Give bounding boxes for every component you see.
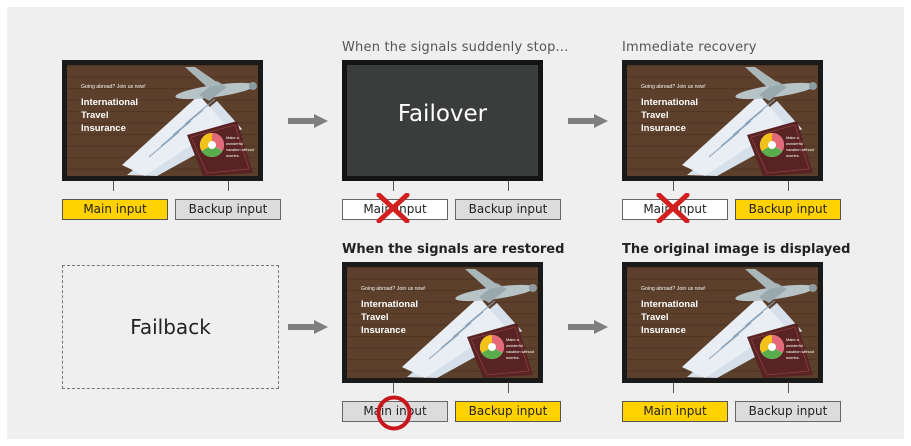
ad-tagline: Going abroad? Join us now! bbox=[361, 286, 426, 292]
ad-headline-line: Insurance bbox=[361, 325, 406, 336]
failback-label: Failback bbox=[130, 315, 211, 339]
failover-label: Failover bbox=[397, 101, 488, 127]
ad-headline-line: International bbox=[81, 97, 138, 108]
caption-failback-event: When the signals are restored bbox=[342, 242, 565, 257]
cable-main bbox=[393, 383, 394, 393]
ad-headline-line: Travel bbox=[641, 312, 668, 323]
ad-headline-line: International bbox=[641, 97, 698, 108]
arrow-right-icon bbox=[288, 114, 328, 128]
circle-icon bbox=[376, 395, 412, 431]
cable-main bbox=[673, 383, 674, 393]
ad-small-text: vacation without bbox=[786, 147, 815, 152]
ad-headline-line: Insurance bbox=[641, 325, 686, 336]
main-input-active: Main input bbox=[62, 199, 168, 220]
ad-small-text: worries. bbox=[786, 355, 800, 360]
ad-headline-line: Travel bbox=[641, 110, 668, 121]
ad-headline-line: Travel bbox=[81, 110, 108, 121]
cross-icon bbox=[376, 193, 410, 223]
ad-headline-line: Travel bbox=[361, 312, 388, 323]
ad-small-text: vacation without bbox=[786, 349, 815, 354]
ad-screen: Going abroad? Join us now! InternationalT… bbox=[67, 65, 258, 176]
backup-input-standby: Backup input bbox=[455, 199, 561, 220]
main-input-active: Main input bbox=[622, 401, 728, 422]
ad-small-text: Make a bbox=[506, 337, 520, 342]
ad-small-text: worries. bbox=[786, 153, 800, 158]
ad-screen: Going abroad? Join us now! InternationalT… bbox=[627, 65, 818, 176]
ad-small-text: wonderful bbox=[786, 343, 803, 348]
ad-small-text: wonderful bbox=[786, 141, 803, 146]
caption-failover-result: Immediate recovery bbox=[622, 40, 757, 55]
cable-backup bbox=[788, 383, 789, 393]
caption-failback-result: The original image is displayed bbox=[622, 242, 851, 257]
cable-backup bbox=[788, 181, 789, 191]
ad-screen: Going abroad? Join us now! InternationalT… bbox=[627, 267, 818, 378]
ad-small-text: Make a bbox=[786, 337, 800, 342]
cable-backup bbox=[508, 181, 509, 191]
backup-input-standby: Backup input bbox=[735, 401, 841, 422]
ad-headline-line: International bbox=[641, 299, 698, 310]
ad-headline-line: Insurance bbox=[641, 123, 686, 134]
ad-headline-line: International bbox=[361, 299, 418, 310]
cable-backup bbox=[228, 181, 229, 191]
ad-small-text: vacation without bbox=[226, 147, 255, 152]
monitor-failover: Failover bbox=[342, 60, 543, 181]
ad-small-text: wonderful bbox=[226, 141, 243, 146]
arrow-right-icon bbox=[568, 114, 608, 128]
ad-small-text: wonderful bbox=[506, 343, 523, 348]
ad-small-text: Make a bbox=[226, 135, 240, 140]
cable-main bbox=[673, 181, 674, 191]
ad-screen: Going abroad? Join us now! InternationalT… bbox=[347, 267, 538, 378]
cable-main bbox=[393, 181, 394, 191]
ad-small-text: vacation without bbox=[506, 349, 535, 354]
cable-main bbox=[113, 181, 114, 191]
failback-box: Failback bbox=[62, 265, 279, 389]
arrow-right-icon bbox=[288, 320, 328, 334]
backup-input-active: Backup input bbox=[735, 199, 841, 220]
ad-headline-line: Insurance bbox=[81, 123, 126, 134]
ad-small-text: worries. bbox=[226, 153, 240, 158]
cross-icon bbox=[656, 193, 690, 223]
ad-tagline: Going abroad? Join us now! bbox=[641, 286, 706, 292]
backup-input-standby: Backup input bbox=[175, 199, 281, 220]
cable-backup bbox=[508, 383, 509, 393]
arrow-right-icon bbox=[568, 320, 608, 334]
ad-small-text: worries. bbox=[506, 355, 520, 360]
ad-small-text: Make a bbox=[786, 135, 800, 140]
caption-failover-event: When the signals suddenly stop... bbox=[342, 40, 569, 55]
ad-tagline: Going abroad? Join us now! bbox=[641, 84, 706, 90]
backup-input-active: Backup input bbox=[455, 401, 561, 422]
ad-tagline: Going abroad? Join us now! bbox=[81, 84, 146, 90]
